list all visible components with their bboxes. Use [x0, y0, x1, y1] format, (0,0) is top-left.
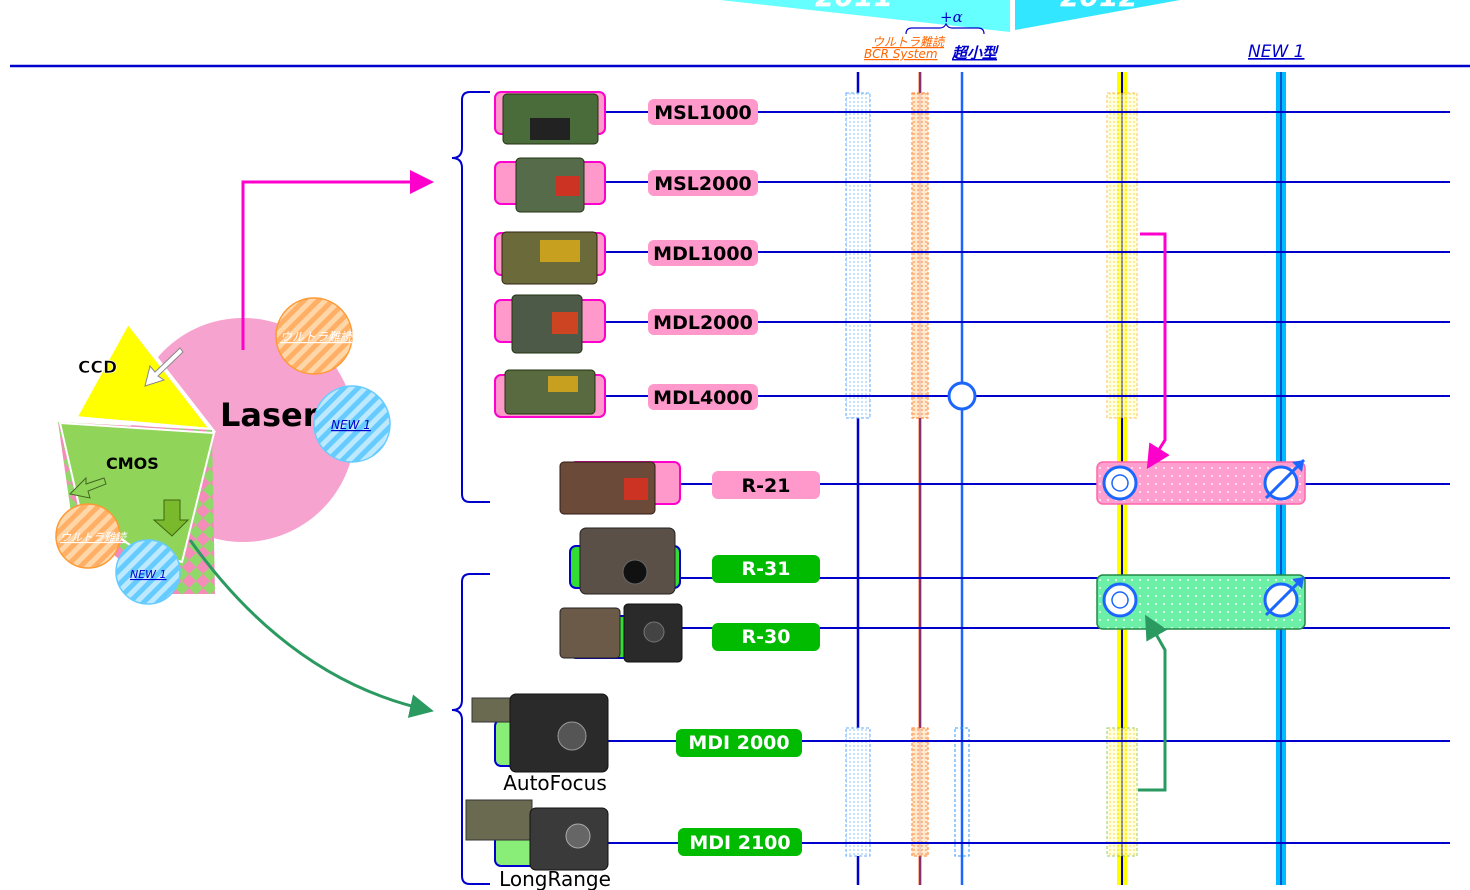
product-label: MDI 2000: [688, 732, 789, 754]
product-row-r21: R-21: [559, 461, 1450, 515]
product-photo-flex: [540, 240, 580, 262]
column-ultra-band-top: [911, 92, 929, 419]
new1-badge-cmos-text: NEW 1: [130, 568, 167, 581]
product-label-box: [648, 309, 758, 335]
product-label: R-30: [742, 626, 791, 648]
product-row-msl1000: MSL1000: [494, 91, 1450, 145]
product-label-box: [678, 828, 802, 856]
year-band-2011: [720, 0, 1010, 32]
ccd-label: CCD: [78, 358, 117, 378]
product-label: MDL1000: [653, 243, 753, 265]
ultra-badge-laser-text: ウルトラ難読: [280, 330, 354, 344]
marker-r21-new1-arrowhead: [1292, 460, 1304, 472]
product-photo-lens: [565, 823, 591, 849]
product-row-r30: R-30: [559, 603, 1450, 663]
product-photo-board: [471, 697, 513, 723]
alpha-bracket: [905, 22, 985, 35]
column-compact-band: [954, 727, 970, 857]
new1-badge-laser-text: NEW 1: [331, 418, 371, 432]
year-header: 2011 2012 +α ウルトラ難読 BCR System 超小型 NEW 1: [10, 0, 1470, 68]
new1-label: NEW 1: [1248, 42, 1305, 62]
product-label-box: [648, 240, 758, 266]
compact-label: 超小型: [951, 44, 999, 62]
product-label-box: [648, 384, 758, 410]
release-marker-compact: [947, 381, 977, 411]
product-row-mdl2000: MDL2000: [494, 294, 1450, 354]
product-photo-module: [579, 527, 676, 595]
cmos-group-brace: [451, 573, 490, 885]
product-label: R-31: [742, 558, 791, 580]
laser-group-brace: [451, 91, 490, 503]
ccd-to-laser-arrow: [144, 347, 184, 387]
product-label-box: [676, 729, 802, 757]
product-photo-module: [559, 461, 656, 515]
product-row-r31: R-31: [569, 527, 1450, 595]
product-row-mdi2000: AutoFocus MDI 2000: [471, 693, 1450, 795]
ultra-label-top: ウルトラ難読: [872, 35, 946, 49]
product-label: MSL2000: [654, 173, 752, 195]
r21-highlight-band: [1096, 461, 1306, 505]
ultra-badge-cmos: [55, 503, 121, 569]
column-2011a-band-top: [845, 92, 871, 419]
laser-group-arrow: [241, 170, 434, 350]
product-label-box: [712, 623, 820, 651]
product-photo-module-a: [559, 607, 621, 659]
ultra-badge-laser: [275, 297, 353, 375]
cmos-left-arrow: [68, 476, 107, 499]
marker-r3x-new1-arrowhead: [1292, 577, 1304, 589]
mdi-to-r3x-arrow: [1138, 614, 1168, 792]
product-label-box: [712, 555, 820, 583]
product-label-box: [648, 170, 758, 196]
marker-r21-2012: [1102, 465, 1138, 501]
product-label-box: [712, 471, 820, 499]
product-label: MDL4000: [653, 387, 753, 409]
product-photo-lens: [622, 559, 648, 585]
column-ultra-band-bottom: [911, 727, 929, 857]
product-label: MDL2000: [653, 312, 753, 334]
product-photo-window: [556, 176, 580, 196]
ccd-segment: [71, 318, 217, 433]
product-photo-flex: [548, 376, 578, 392]
release-markers: [1102, 458, 1306, 618]
new1-badge-laser: [313, 385, 391, 463]
plus-alpha-label: +α: [940, 8, 963, 26]
product-photo-window: [624, 478, 648, 500]
product-label-box: [648, 99, 758, 125]
product-label: MDI 2100: [689, 832, 790, 854]
product-photo-board: [465, 799, 533, 841]
year-2011: 2011: [815, 0, 893, 13]
column-2011a-band-bottom: [845, 727, 871, 857]
product-label: MSL1000: [654, 102, 752, 124]
product-row-mdi2100: LongRange MDI 2100: [465, 799, 1450, 890]
ultra-label-bottom: BCR System: [864, 47, 938, 61]
mdl1000-to-r21-arrow: [1140, 232, 1170, 470]
marker-r21-2012-inner: [1111, 474, 1129, 492]
cmos-label: CMOS: [106, 454, 159, 473]
column-2012-band-bottom: [1106, 727, 1138, 857]
marker-r3x-2012: [1102, 582, 1138, 618]
product-row-mdl1000: MDL1000: [494, 231, 1450, 285]
product-row-msl2000: MSL2000: [494, 157, 1450, 213]
technology-pie: CCD CMOS Laser ウルトラ難読 NEW 1 ウルトラ難読 NEW 1: [55, 297, 391, 605]
product-label: R-21: [742, 475, 791, 497]
product-photo-window: [552, 312, 578, 334]
product-caption: LongRange: [499, 867, 611, 890]
product-photo-window: [530, 118, 570, 140]
new1-badge-cmos: [115, 539, 181, 605]
column-2012-band-top: [1106, 92, 1138, 419]
laser-label: Laser: [220, 396, 319, 434]
year-2012: 2012: [1060, 0, 1138, 13]
cmos-group-arrow: [188, 539, 434, 718]
product-photo-module: [515, 157, 585, 213]
ultra-badge-cmos-text: ウルトラ難読: [60, 531, 128, 544]
product-caption: AutoFocus: [503, 771, 607, 795]
cmos-down-arrow: [152, 499, 190, 537]
product-photo-lens: [557, 721, 587, 751]
product-photo-lens: [643, 621, 665, 643]
product-row-mdl4000: MDL4000: [494, 369, 1450, 418]
year-band-2012: [1015, 0, 1180, 30]
product-photo-module: [511, 294, 583, 354]
marker-r3x-2012-inner: [1111, 591, 1129, 609]
